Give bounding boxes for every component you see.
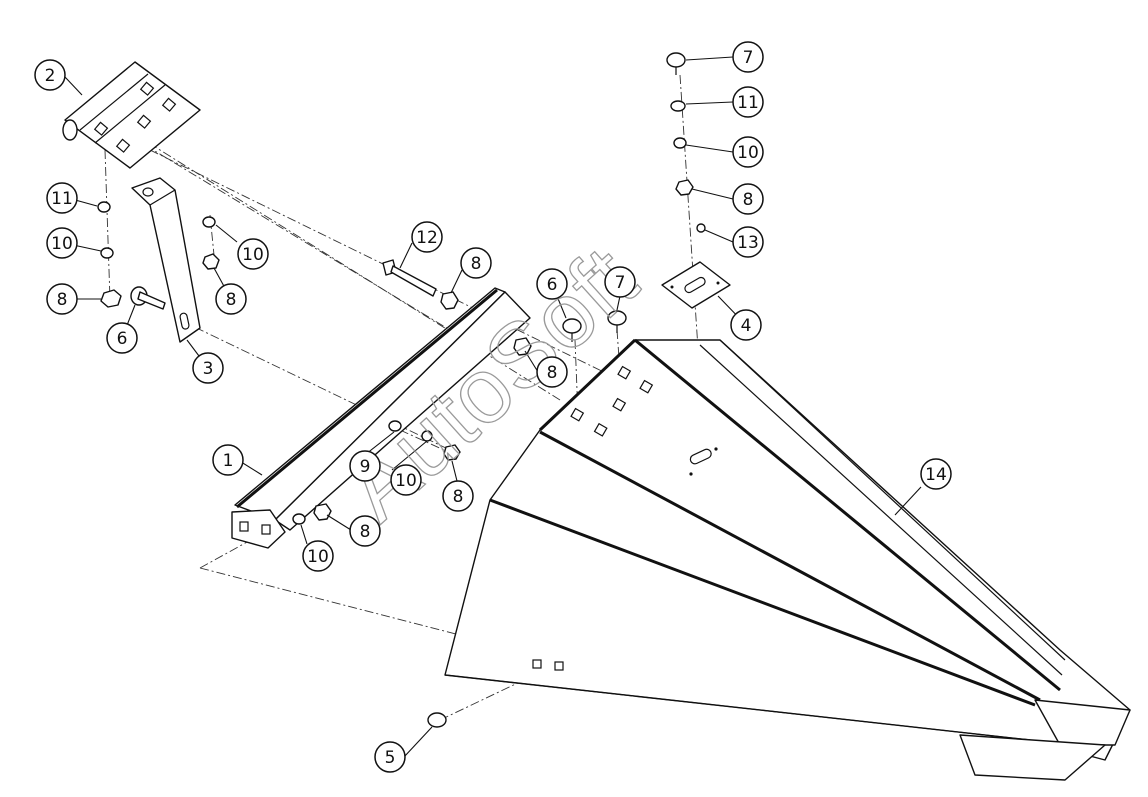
callout-list: 1 2 3 4 5 6 6 7 7 8 8 8 8 8 8 8 9 10 10 … — [34, 41, 952, 773]
callout-label: 13 — [737, 233, 759, 253]
callout-7-mid: 7 — [604, 266, 636, 298]
callout-label: 7 — [615, 273, 626, 293]
callout-label: 8 — [453, 487, 464, 507]
callout-label: 6 — [117, 329, 128, 349]
strap-part-3 — [131, 177, 201, 343]
callout-7-top: 7 — [732, 41, 764, 73]
callout-8-c: 8 — [460, 247, 492, 279]
bolt-part-12 — [382, 259, 437, 297]
callout-label: 4 — [741, 316, 752, 336]
callout-label: 5 — [385, 748, 396, 768]
callout-10-d: 10 — [302, 540, 334, 572]
callout-8-d: 8 — [536, 356, 568, 388]
callout-label: 6 — [547, 275, 558, 295]
callout-label: 8 — [743, 190, 754, 210]
callout-9: 9 — [349, 450, 381, 482]
callout-12: 12 — [411, 221, 443, 253]
callout-label: 8 — [471, 254, 482, 274]
callout-13: 13 — [732, 226, 764, 258]
callout-label: 8 — [226, 290, 237, 310]
callout-8-a: 8 — [46, 283, 78, 315]
callout-label: 9 — [360, 457, 371, 477]
callout-10-c: 10 — [390, 464, 422, 496]
callout-10-e: 10 — [732, 136, 764, 168]
callout-label: 10 — [51, 234, 73, 254]
fasteners — [97, 52, 706, 728]
callout-label: 1 — [223, 451, 234, 471]
callout-8-g: 8 — [732, 183, 764, 215]
callout-1: 1 — [212, 444, 244, 476]
callout-label: 3 — [203, 359, 214, 379]
callout-6-right: 6 — [536, 268, 568, 300]
callout-label: 10 — [737, 143, 759, 163]
callout-label: 11 — [737, 93, 759, 113]
callout-14: 14 — [920, 458, 952, 490]
angle-bracket-part-1 — [231, 287, 531, 549]
callout-label: 2 — [45, 66, 56, 86]
callout-10-a: 10 — [46, 227, 78, 259]
callout-label: 11 — [51, 189, 73, 209]
callout-10-b: 10 — [237, 238, 269, 270]
callout-11-b: 11 — [732, 86, 764, 118]
hinge-plate-part-2 — [62, 61, 201, 169]
housing-part-14 — [444, 338, 1131, 781]
callout-4: 4 — [730, 309, 762, 341]
callout-5: 5 — [374, 741, 406, 773]
callout-8-f: 8 — [349, 515, 381, 547]
callout-8-e: 8 — [442, 480, 474, 512]
callout-label: 8 — [57, 290, 68, 310]
callout-label: 10 — [307, 547, 329, 567]
callout-label: 10 — [242, 245, 264, 265]
callout-label: 10 — [395, 471, 417, 491]
callout-label: 7 — [743, 48, 754, 68]
callout-3: 3 — [192, 352, 224, 384]
callout-6-left: 6 — [106, 322, 138, 354]
callout-11-a: 11 — [46, 182, 78, 214]
callout-label: 14 — [925, 465, 947, 485]
callout-8-b: 8 — [215, 283, 247, 315]
callout-label: 8 — [547, 363, 558, 383]
callout-label: 12 — [416, 228, 438, 248]
callout-label: 8 — [360, 522, 371, 542]
callout-2: 2 — [34, 59, 66, 91]
plate-part-4 — [661, 261, 731, 309]
